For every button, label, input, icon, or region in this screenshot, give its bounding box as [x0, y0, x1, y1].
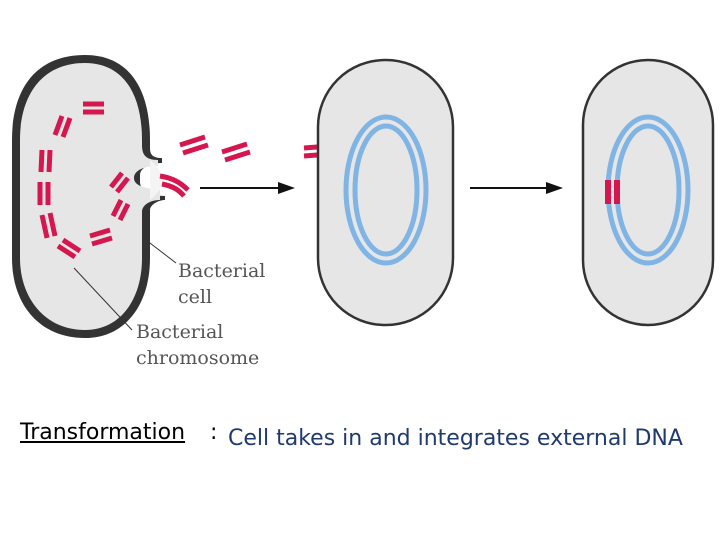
- svg-text:Bacterial chromosome: Bacterial chromosome: [136, 321, 259, 369]
- transformation-diagram: Bacterial cell Bacterial chromosome: [12, 55, 715, 369]
- lysis-opening: [150, 160, 163, 200]
- svg-text:Bacterial cell: Bacterial cell: [178, 260, 271, 308]
- leader-line-cell: [145, 239, 177, 264]
- donor-chromosome-fragments: [37, 101, 331, 260]
- caption-colon: :: [210, 420, 218, 445]
- arrow-integration: [470, 182, 563, 194]
- label-bacterial-cell-line1: Bacterial: [178, 260, 265, 282]
- recipient-cell-after-wall: [581, 58, 715, 327]
- caption-description: Cell takes in and integrates external DN…: [228, 426, 683, 451]
- label-bacterial-chromosome-line2: chromosome: [136, 347, 259, 369]
- recipient-cell-after: [581, 58, 715, 327]
- recipient-chromosome-before-inner: [352, 123, 420, 257]
- recipient-chromosome-before-outer: [343, 114, 429, 266]
- recipient-cell-before: [316, 58, 455, 327]
- leader-line-chromosome: [73, 267, 133, 331]
- arrow-uptake: [200, 182, 295, 194]
- label-bacterial-cell-line2: cell: [178, 286, 212, 308]
- donor-cell: [12, 55, 165, 338]
- label-bacterial-chromosome-line1: Bacterial: [136, 321, 223, 343]
- recipient-cell-before-wall: [316, 58, 455, 327]
- caption-term: Transformation: [20, 420, 186, 445]
